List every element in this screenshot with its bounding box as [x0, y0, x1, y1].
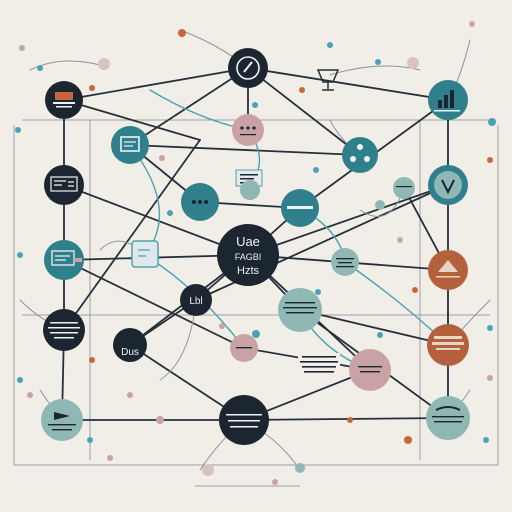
node-left-top-badge[interactable]: [45, 81, 83, 119]
node-teal-screen[interactable]: [111, 126, 149, 164]
node-top-hub[interactable]: [228, 48, 268, 88]
node-right-top-chart[interactable]: [428, 80, 468, 120]
triangle-icon: [350, 144, 370, 162]
box-icon: [55, 92, 73, 100]
node-left-monitor[interactable]: [44, 240, 84, 280]
node-right-rust[interactable]: [428, 250, 468, 290]
node-square-teal[interactable]: [131, 240, 159, 268]
chalice-icon: [316, 69, 340, 83]
hand-icon-stroke: [243, 61, 253, 73]
node-bottom-navy[interactable]: [219, 395, 269, 445]
node-small-teal-a[interactable]: [240, 180, 260, 200]
center-label-line2: FAGBI: [235, 252, 262, 262]
dashboard-icon: [50, 176, 78, 192]
node-teal-triangle[interactable]: [342, 137, 378, 173]
stack-icon: [432, 336, 464, 350]
frame-lines: [13, 119, 499, 466]
node-center-text-block[interactable]: [298, 353, 340, 379]
node-right-small[interactable]: [393, 177, 415, 199]
bar-chart-icon: [438, 90, 454, 108]
node-center-hub[interactable]: Uae FAGBI Hzts: [217, 224, 279, 286]
node-left-mid-navy[interactable]: Lbl: [180, 284, 212, 316]
hat-icon: [438, 260, 458, 272]
node-mauve-low[interactable]: [349, 349, 391, 391]
hand-icon: [236, 56, 260, 80]
node-right-mid-teal[interactable]: [278, 288, 322, 332]
node-right-bottom-teal[interactable]: [426, 396, 470, 440]
left-low-label: Dus: [121, 347, 139, 358]
node-left-low-navy[interactable]: Dus: [113, 328, 147, 362]
bar-icon: [287, 206, 313, 209]
screen-icon: [120, 136, 140, 152]
node-mauve-top[interactable]: [232, 114, 264, 146]
center-label-line1: Uae: [236, 234, 260, 249]
center-label-line3: Hzts: [237, 265, 260, 277]
node-left-bottom-teal[interactable]: [41, 399, 83, 441]
node-left-text[interactable]: [43, 309, 85, 351]
square-icon: [131, 240, 159, 268]
node-green-chat[interactable]: [181, 183, 219, 221]
chat-icon: [192, 200, 208, 204]
left-mid-label: Lbl: [189, 296, 202, 307]
node-teal-bar[interactable]: [281, 189, 319, 227]
dots-icon: [240, 126, 244, 130]
node-right-shield[interactable]: [428, 165, 468, 205]
node-small-teal-b[interactable]: [331, 248, 359, 276]
node-right-rust-low[interactable]: [427, 324, 469, 366]
arrow-icon: [54, 412, 70, 420]
node-top-right-chalice[interactable]: [316, 69, 340, 91]
node-mauve-mid[interactable]: [230, 334, 258, 362]
decorative-dots: [15, 21, 496, 485]
wave-icon: [435, 406, 461, 411]
shield-icon: [441, 179, 455, 195]
node-left-dashboard[interactable]: [44, 165, 84, 205]
